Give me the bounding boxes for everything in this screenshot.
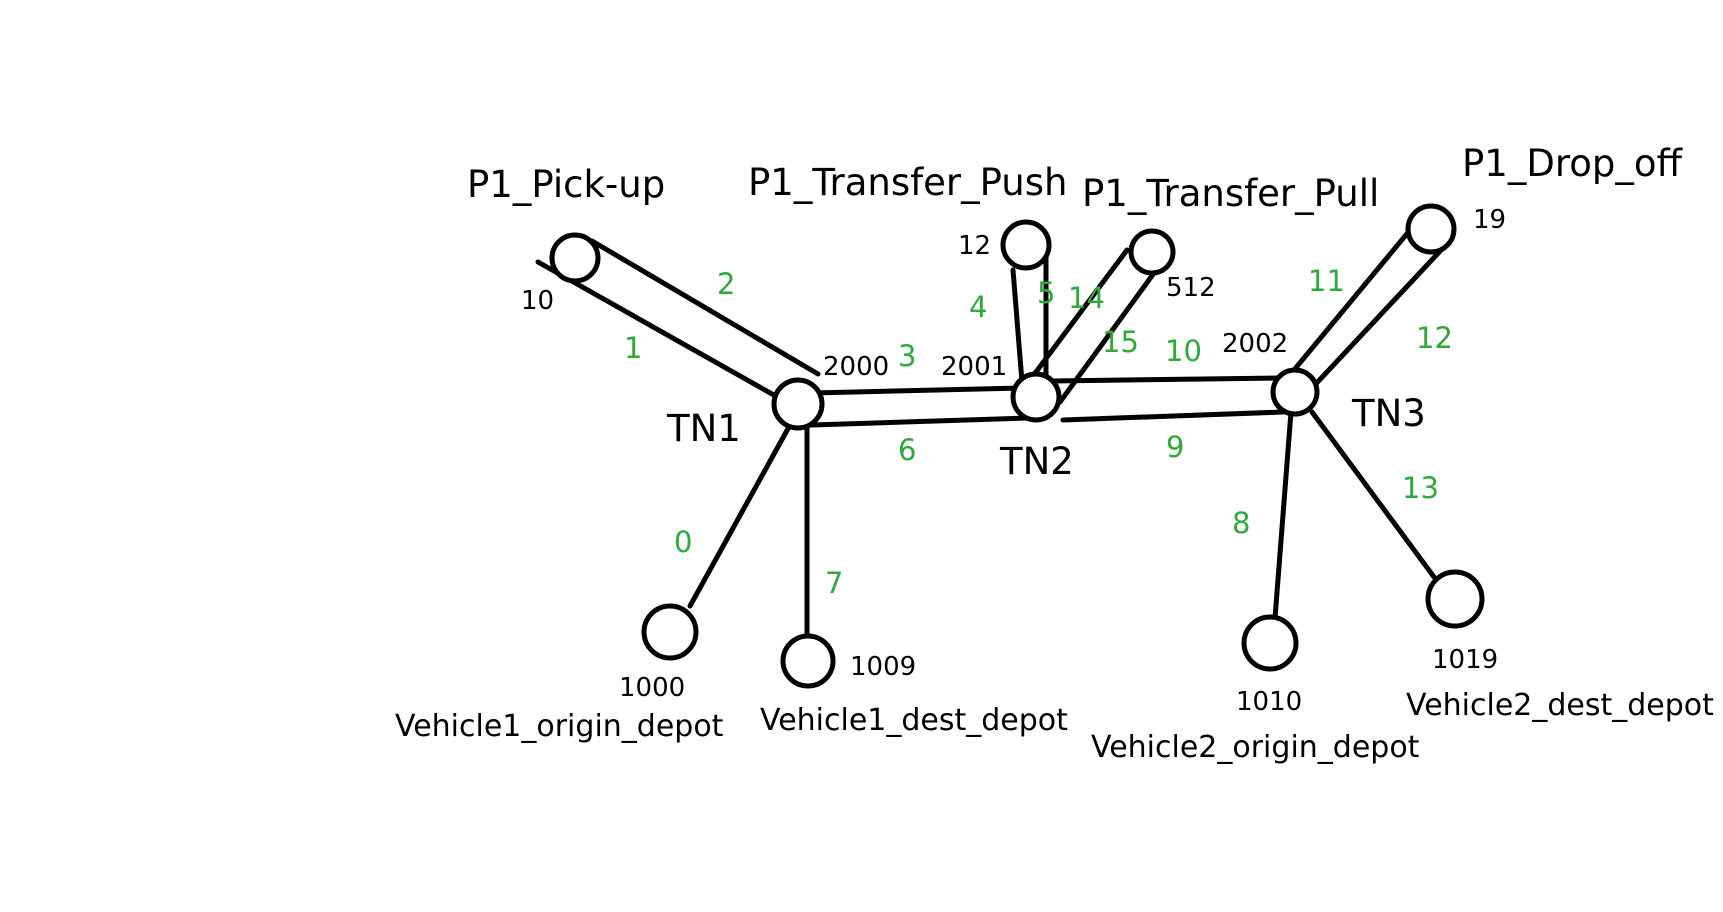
node-1019 bbox=[1425, 569, 1485, 629]
node-id-2001: 2001 bbox=[941, 352, 1007, 382]
arc-label-7: 7 bbox=[825, 566, 843, 600]
edge-arc-9 bbox=[1060, 409, 1286, 423]
point-titles: P1_Pick-up P1_Transfer_Push P1_Transfer_… bbox=[467, 142, 1684, 215]
title-transfer-push: P1_Transfer_Push bbox=[748, 161, 1067, 204]
arc-label-0: 0 bbox=[674, 525, 692, 559]
arc-label-1: 1 bbox=[624, 331, 642, 365]
node-id-19: 19 bbox=[1473, 205, 1506, 235]
arc-label-5: 5 bbox=[1037, 276, 1055, 310]
depot-v2-dest: Vehicle2_dest_depot bbox=[1406, 688, 1714, 723]
arc-label-14: 14 bbox=[1068, 281, 1105, 315]
edge-arc-14 bbox=[1027, 247, 1130, 383]
title-transfer-pull: P1_Transfer_Pull bbox=[1082, 172, 1379, 215]
node-id-1019: 1019 bbox=[1432, 645, 1498, 675]
node-id-1000: 1000 bbox=[619, 673, 685, 703]
hub-tn1: TN1 bbox=[666, 407, 741, 450]
arc-labels: 0 1 2 3 4 5 6 7 8 9 10 11 12 13 14 15 bbox=[624, 264, 1453, 600]
node-512 bbox=[1128, 228, 1176, 276]
arc-label-11: 11 bbox=[1308, 264, 1345, 298]
depot-v1-dest: Vehicle1_dest_depot bbox=[760, 703, 1068, 738]
edge-arc-0 bbox=[687, 422, 793, 609]
node-id-12: 12 bbox=[958, 231, 991, 261]
depot-v1-origin: Vehicle1_origin_depot bbox=[395, 709, 724, 744]
edge-arc-8 bbox=[1272, 409, 1294, 621]
node-id-512: 512 bbox=[1166, 273, 1216, 303]
hub-tn2: TN2 bbox=[999, 440, 1074, 483]
node-1010 bbox=[1241, 614, 1299, 672]
edges bbox=[535, 215, 1446, 639]
arc-label-8: 8 bbox=[1232, 506, 1250, 540]
node-id-labels: 10 12 512 19 2000 2001 2002 1000 1009 10… bbox=[521, 205, 1506, 717]
edge-arc-6 bbox=[809, 415, 1031, 428]
hub-tn3: TN3 bbox=[1351, 392, 1426, 435]
edge-arc-10 bbox=[1049, 375, 1283, 384]
node-tn3 bbox=[1270, 367, 1320, 417]
node-id-1009: 1009 bbox=[850, 652, 916, 682]
node-10 bbox=[549, 232, 601, 284]
node-id-2002: 2002 bbox=[1222, 329, 1288, 359]
nodes bbox=[549, 203, 1485, 689]
node-tn2 bbox=[1010, 371, 1062, 423]
arc-label-9: 9 bbox=[1166, 430, 1184, 464]
node-id-1010: 1010 bbox=[1236, 687, 1302, 717]
depot-v2-origin: Vehicle2_origin_depot bbox=[1091, 730, 1420, 765]
edge-arc-4 bbox=[1010, 267, 1025, 385]
edge-arc-1 bbox=[535, 259, 791, 406]
title-dropoff: P1_Drop_off bbox=[1462, 142, 1684, 185]
arc-label-6: 6 bbox=[898, 433, 916, 467]
arc-label-4: 4 bbox=[969, 290, 987, 324]
arc-label-3: 3 bbox=[898, 339, 916, 373]
arc-label-10: 10 bbox=[1165, 334, 1202, 368]
edge-arc-12 bbox=[1309, 245, 1446, 391]
node-tn1 bbox=[771, 377, 825, 431]
node-id-2000: 2000 bbox=[823, 352, 889, 382]
title-pickup: P1_Pick-up bbox=[467, 163, 665, 206]
node-19 bbox=[1405, 203, 1457, 255]
hub-labels: TN1 TN2 TN3 bbox=[666, 392, 1426, 483]
edge-arc-13 bbox=[1309, 409, 1437, 580]
edge-arc-11 bbox=[1291, 215, 1423, 373]
arc-label-15: 15 bbox=[1102, 325, 1139, 359]
edge-arc-3 bbox=[809, 385, 1026, 396]
arc-label-12: 12 bbox=[1416, 321, 1453, 355]
depot-labels: Vehicle1_origin_depot Vehicle1_dest_depo… bbox=[395, 688, 1714, 765]
edge-arc-2 bbox=[589, 238, 821, 377]
edge-arc-15 bbox=[1057, 259, 1165, 405]
node-12 bbox=[1000, 219, 1052, 271]
arc-label-2: 2 bbox=[717, 267, 735, 301]
node-1009 bbox=[780, 633, 836, 689]
node-id-10: 10 bbox=[521, 286, 554, 316]
arc-label-13: 13 bbox=[1402, 471, 1439, 505]
node-1000 bbox=[641, 603, 699, 661]
